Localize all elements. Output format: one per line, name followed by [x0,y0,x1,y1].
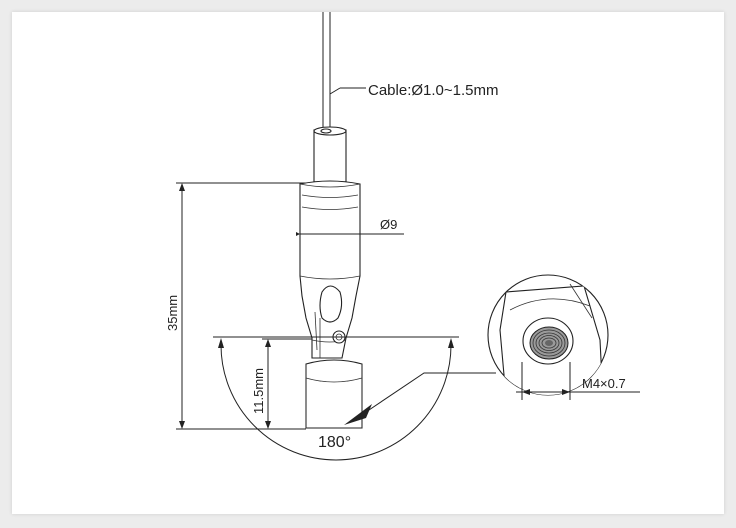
height-lower-label: 11.5mm [251,368,266,414]
angle-label: 180° [318,434,351,451]
thread-detail [487,274,609,396]
height-total-dimension: 35mm [165,182,306,430]
height-total-label: 35mm [165,295,180,331]
arrow-head-icon [344,404,372,425]
cable-callout: Cable:Ø1.0~1.5mm [329,82,498,99]
rotation-arc: 180° [213,336,459,461]
cable-label: Cable:Ø1.0~1.5mm [368,82,498,99]
height-lower-dimension: 11.5mm [251,338,312,429]
detail-leader [344,372,496,425]
gripper-body [299,180,361,359]
drawing-sheet [12,12,724,514]
upper-sleeve [313,126,347,183]
cable [322,12,331,135]
bottom-block [305,359,363,429]
thread-label: M4×0.7 [582,376,626,391]
diameter-label: Ø9 [380,217,397,232]
thread-dimension: M4×0.7 [516,362,640,400]
diameter-dimension: Ø9 [296,217,404,238]
